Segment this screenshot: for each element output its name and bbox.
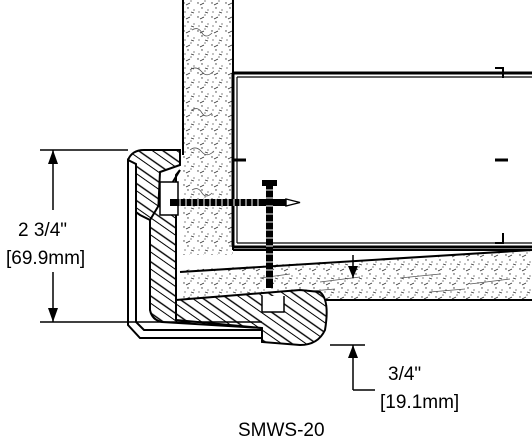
- offset-metric-label: [19.1mm]: [380, 392, 459, 413]
- wall-panel: [182, 0, 234, 255]
- metal-profile: [127, 158, 285, 339]
- height-metric-label: [69.9mm]: [6, 248, 85, 269]
- wood-trim: [126, 149, 328, 347]
- height-imperial-label: 2 3/4": [18, 220, 67, 241]
- screw-vertical: [262, 180, 277, 288]
- screw-horizontal: [170, 198, 301, 207]
- model-label: SMWS-20: [238, 420, 325, 441]
- floor-slab: [179, 249, 532, 301]
- height-dimension: [40, 149, 262, 323]
- offset-imperial-label: 3/4": [388, 364, 421, 385]
- offset-dimension: [330, 255, 375, 391]
- window-frame: [231, 67, 532, 249]
